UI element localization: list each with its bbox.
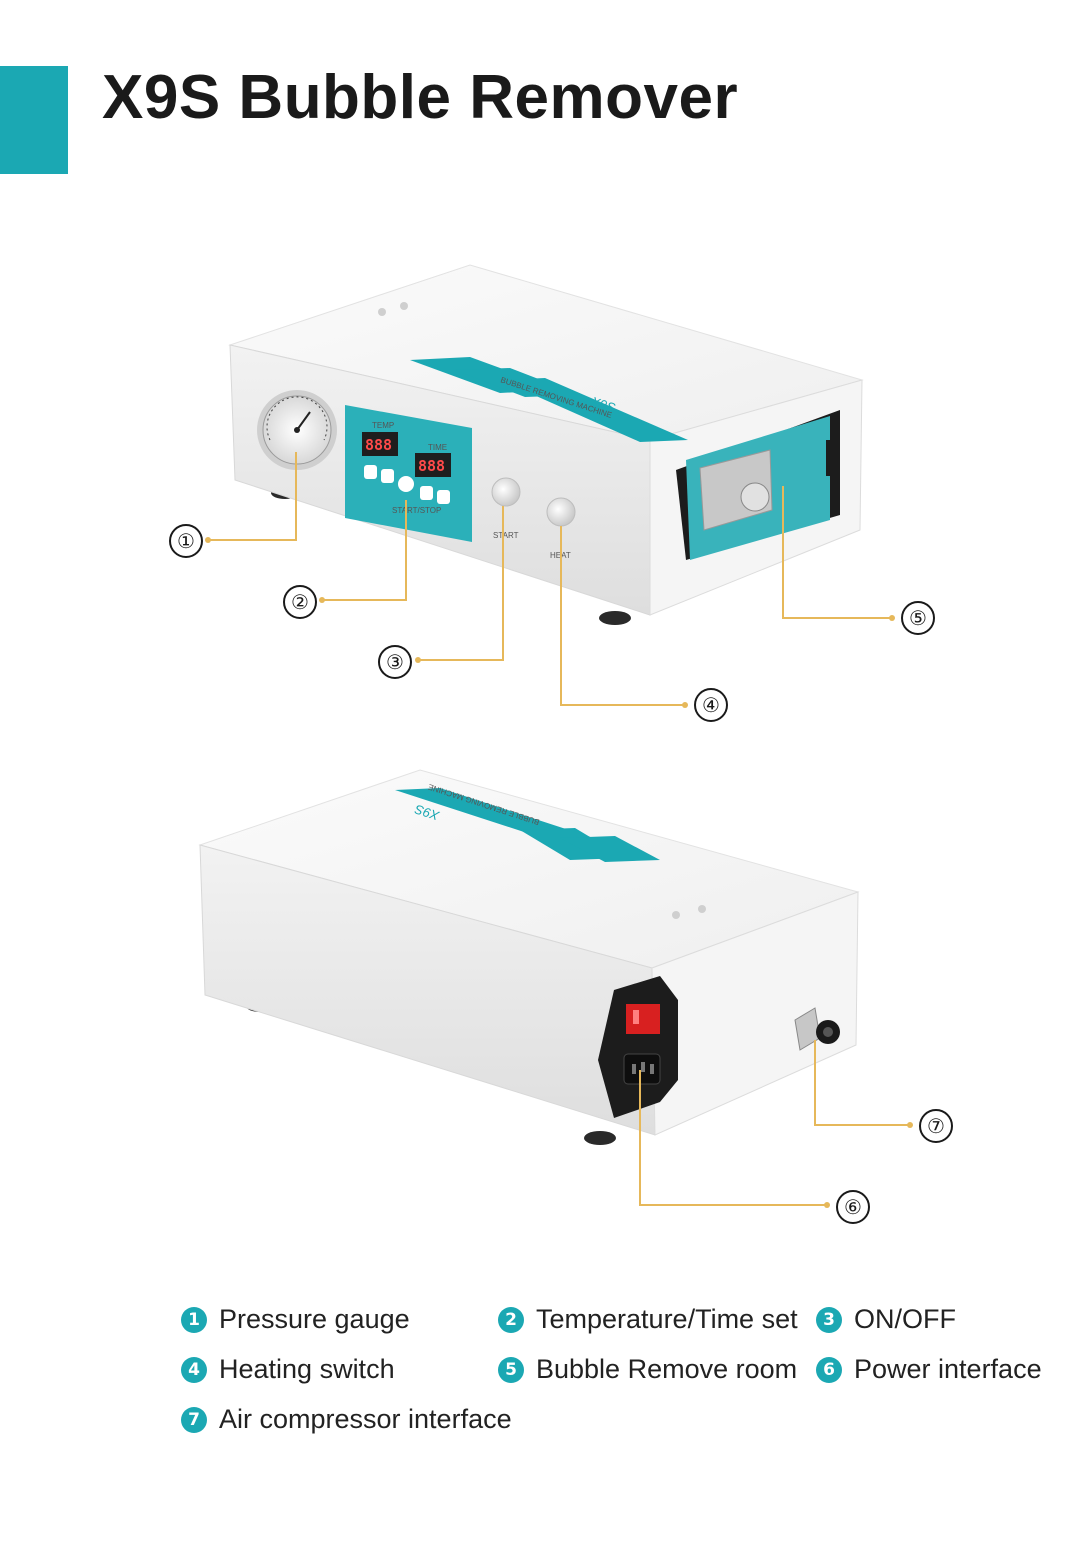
temp-display (362, 432, 398, 456)
legend-item: 7 Air compressor interface (181, 1404, 512, 1435)
screw-icon (378, 308, 386, 316)
screw-icon (698, 905, 706, 913)
leader-dots-top (205, 537, 895, 708)
power-icon[interactable] (398, 476, 414, 492)
callout-2: ② (283, 585, 317, 619)
leader-dots-bottom (824, 1122, 913, 1208)
temp-display-value: 888 (365, 436, 392, 454)
device-foot (584, 1131, 616, 1145)
title-accent-block (0, 66, 68, 174)
device-front-view: X9S BUBBLE REMOVING MACHINE TEMP TIME 88… (228, 264, 864, 625)
start-stop-label: START/STOP (392, 506, 441, 515)
legend-label: Power interface (854, 1354, 1042, 1384)
control-panel: TEMP TIME 888 888 START/STOP (345, 405, 472, 542)
screw-icon (672, 911, 680, 919)
heat-button[interactable] (546, 497, 576, 527)
legend-label: Pressure gauge (219, 1304, 410, 1334)
callout-4: ④ (694, 688, 728, 722)
legend-label: Heating switch (219, 1354, 395, 1384)
legend-badge: 5 (498, 1356, 524, 1383)
callout-3: ③ (378, 645, 412, 679)
air-compressor-interface-icon (794, 1007, 840, 1051)
callout-7: ⑦ (919, 1109, 953, 1143)
bubble-remove-room (676, 410, 840, 560)
legend-badge: 1 (181, 1306, 207, 1333)
callout-1: ① (169, 524, 203, 558)
leader-lines-top (208, 452, 892, 706)
time-down-button[interactable] (437, 490, 450, 504)
page-title: X9S Bubble Remover (102, 63, 739, 132)
time-label: TIME (428, 443, 447, 452)
screw-icon (400, 302, 408, 310)
power-interface-icon (598, 976, 678, 1118)
legend-badge: 3 (816, 1306, 842, 1333)
time-display-value: 888 (418, 457, 445, 475)
legend-item: 2 Temperature/Time set (498, 1304, 798, 1335)
time-display (415, 453, 451, 477)
callout-5: ⑤ (901, 601, 935, 635)
legend-item: 6 Power interface (816, 1354, 1042, 1385)
legend-item: 4 Heating switch (181, 1354, 395, 1385)
temp-down-button[interactable] (364, 465, 377, 479)
device-rear-view: X9S BUBBLE REMOVING MACHINE (198, 769, 860, 1145)
leader-lines-bottom (639, 1040, 910, 1206)
temp-label: TEMP (372, 421, 394, 430)
power-rocker-switch[interactable] (626, 1004, 660, 1034)
legend-item: 1 Pressure gauge (181, 1304, 410, 1335)
legend-badge: 4 (181, 1356, 207, 1383)
legend-item: 5 Bubble Remove room (498, 1354, 797, 1385)
legend-badge: 2 (498, 1306, 524, 1333)
time-up-button[interactable] (420, 486, 433, 500)
brand-stripe (500, 378, 688, 442)
temp-up-button[interactable] (381, 469, 394, 483)
legend-badge: 7 (181, 1406, 207, 1433)
start-label: START (493, 531, 519, 540)
legend-label: Bubble Remove room (536, 1354, 798, 1384)
legend-label: Temperature/Time set (536, 1304, 798, 1334)
legend-label: ON/OFF (854, 1304, 956, 1334)
product-illustration: X9S BUBBLE REMOVING MACHINE TEMP TIME 88… (198, 264, 913, 1208)
device-foot (599, 611, 631, 625)
legend-label: Air compressor interface (219, 1404, 512, 1434)
legend-badge: 6 (816, 1356, 842, 1383)
start-button[interactable] (491, 477, 521, 507)
pressure-gauge-icon (257, 390, 337, 470)
legend-item: 3 ON/OFF (816, 1304, 956, 1335)
callout-6: ⑥ (836, 1190, 870, 1224)
brand-stripe (560, 836, 660, 862)
